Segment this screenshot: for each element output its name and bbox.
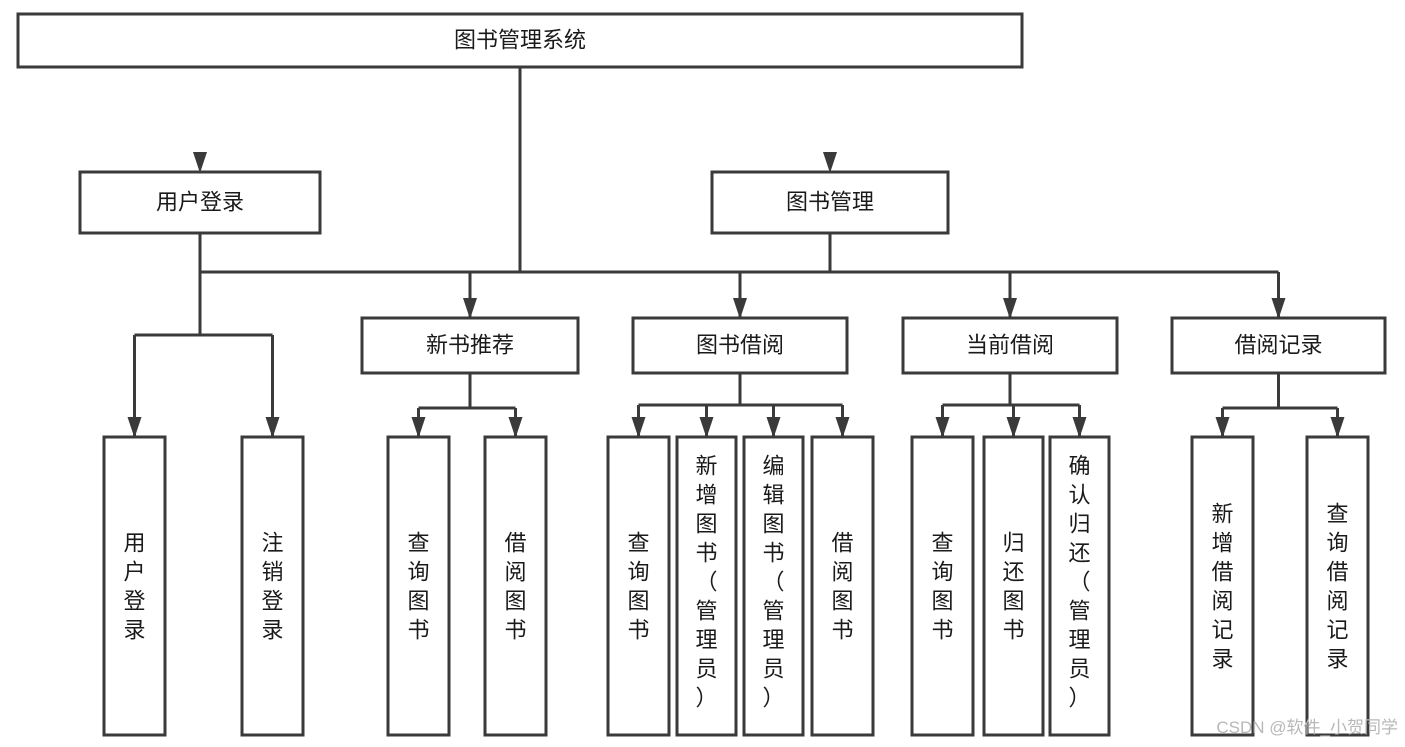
node-label: 新书推荐 <box>426 332 514 357</box>
node-label: 确认归还（管理员） <box>1068 454 1090 711</box>
node-leaf-borrow-book-rec[interactable]: 借阅图书 <box>483 435 548 737</box>
node-label: 用户登录 <box>156 189 244 214</box>
arrow-head-icon <box>733 298 747 319</box>
node-book-borrow[interactable]: 图书借阅 <box>631 316 849 375</box>
arrow-head-icon <box>823 152 837 173</box>
node-current-borrow[interactable]: 当前借阅 <box>901 316 1119 375</box>
node-box <box>710 170 950 235</box>
arrow-head-icon <box>463 298 477 319</box>
node-label: 编辑图书（管理员） <box>762 454 784 711</box>
node-box <box>360 316 580 375</box>
arrow-head-icon <box>411 417 426 438</box>
node-label: 查询图书 <box>407 531 429 643</box>
node-label: 查询图书 <box>931 531 953 643</box>
node-leaf-query-book-rec[interactable]: 查询图书 <box>386 435 451 737</box>
node-box <box>1048 435 1111 737</box>
arrow-head-icon <box>127 417 142 438</box>
arrow-head-icon <box>1215 417 1230 438</box>
node-box <box>631 316 849 375</box>
arrow-head-icon <box>1330 417 1345 438</box>
node-box <box>675 435 738 737</box>
node-box <box>240 435 305 737</box>
arrow-head-icon <box>935 417 950 438</box>
node-leaf-add-book[interactable]: 新增图书（管理员） <box>675 435 738 737</box>
arrow-head-icon <box>265 417 280 438</box>
node-box <box>901 316 1119 375</box>
arrow-head-icon <box>1006 417 1021 438</box>
node-user-login[interactable]: 用户登录 <box>78 170 322 235</box>
node-box <box>483 435 548 737</box>
node-leaf-return-book[interactable]: 归还图书 <box>982 435 1045 737</box>
node-label: 新增借阅记录 <box>1211 502 1233 672</box>
node-box <box>910 435 975 737</box>
node-leaf-logout[interactable]: 注销登录 <box>240 435 305 737</box>
connector-layer <box>127 67 1345 438</box>
node-leaf-confirm-return[interactable]: 确认归还（管理员） <box>1048 435 1111 737</box>
arrow-head-icon <box>631 417 646 438</box>
node-label: 图书管理 <box>786 189 874 214</box>
node-label: 借阅记录 <box>1234 332 1322 357</box>
node-root[interactable]: 图书管理系统 <box>16 12 1024 69</box>
node-box <box>606 435 671 737</box>
node-label: 借阅图书 <box>831 531 853 643</box>
node-leaf-query-book-current[interactable]: 查询图书 <box>910 435 975 737</box>
node-box <box>742 435 805 737</box>
arrow-head-icon <box>508 417 523 438</box>
node-leaf-query-borrow-record[interactable]: 查询借阅记录 <box>1305 435 1370 737</box>
node-box <box>102 435 167 737</box>
node-box <box>1190 435 1255 737</box>
node-label: 图书管理系统 <box>454 27 586 52</box>
node-box <box>78 170 322 235</box>
node-label: 借阅图书 <box>504 531 526 643</box>
node-leaf-query-book-borrow[interactable]: 查询图书 <box>606 435 671 737</box>
node-book-management[interactable]: 图书管理 <box>710 170 950 235</box>
node-label: 查询借阅记录 <box>1326 502 1348 672</box>
node-leaf-user-login[interactable]: 用户登录 <box>102 435 167 737</box>
arrow-head-icon <box>1003 298 1017 319</box>
arrow-head-icon <box>1072 417 1087 438</box>
node-leaf-edit-book[interactable]: 编辑图书（管理员） <box>742 435 805 737</box>
arrow-head-icon <box>835 417 850 438</box>
node-label: 注销登录 <box>261 531 283 643</box>
node-layer: 图书管理系统用户登录图书管理新书推荐图书借阅当前借阅借阅记录用户登录注销登录查询… <box>16 12 1387 737</box>
arrow-head-icon <box>699 417 714 438</box>
node-label: 归还图书 <box>1002 531 1024 643</box>
node-new-book-recommend[interactable]: 新书推荐 <box>360 316 580 375</box>
node-borrow-record[interactable]: 借阅记录 <box>1170 316 1387 375</box>
arrow-head-icon <box>1271 298 1286 319</box>
node-box <box>1170 316 1387 375</box>
node-box <box>982 435 1045 737</box>
node-leaf-borrow-book[interactable]: 借阅图书 <box>810 435 875 737</box>
node-label: 用户登录 <box>123 531 145 643</box>
arrow-head-icon <box>766 417 781 438</box>
node-box <box>386 435 451 737</box>
node-box <box>16 12 1024 69</box>
node-box <box>810 435 875 737</box>
node-label: 新增图书（管理员） <box>695 454 717 711</box>
node-label: 图书借阅 <box>696 332 784 357</box>
node-leaf-add-borrow-record[interactable]: 新增借阅记录 <box>1190 435 1255 737</box>
node-label: 当前借阅 <box>966 332 1054 357</box>
node-label: 查询图书 <box>627 531 649 643</box>
node-box <box>1305 435 1370 737</box>
arrow-head-icon <box>193 152 207 173</box>
watermark-text: CSDN @软件_小贺同学 <box>1216 718 1398 737</box>
